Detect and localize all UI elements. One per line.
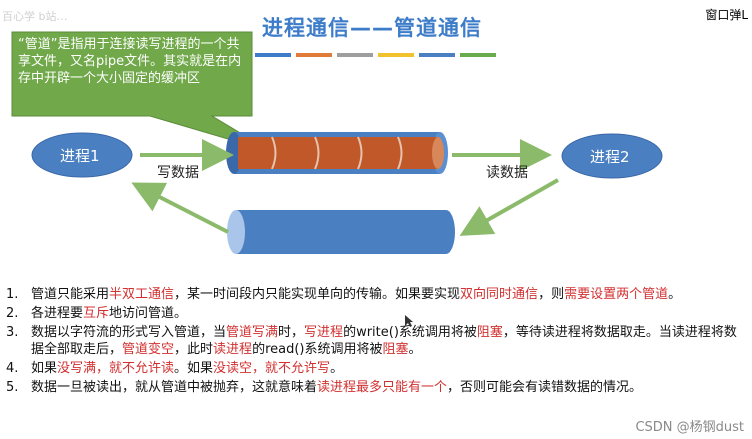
color-bar-1 xyxy=(255,53,291,57)
list-number: 3. xyxy=(6,325,19,340)
text-segment: 时， xyxy=(278,325,305,340)
color-bar-3 xyxy=(337,53,373,57)
text-segment: 管道只能采用 xyxy=(31,287,110,302)
text-segment: ，某一时间段内只能实现单向的传输。如果要实现 xyxy=(174,287,461,302)
text-segment: 。如果 xyxy=(174,361,214,376)
text-segment: 。 xyxy=(408,342,422,357)
window-popup-label[interactable]: 窗口弹L xyxy=(705,8,748,22)
highlight-text: 写进程 xyxy=(304,325,344,340)
empty-pipe-body xyxy=(236,210,446,254)
highlight-text: 半双工通信 xyxy=(109,287,175,302)
highlight-text: 管道变空 xyxy=(122,342,175,357)
empty-pipe-right-end xyxy=(437,210,455,254)
list-number: 4. xyxy=(6,361,19,376)
return-arrow-left xyxy=(131,182,229,234)
highlight-text: 互斥 xyxy=(83,306,110,321)
process1-ellipse xyxy=(31,132,133,178)
highlight-text: 读进程 xyxy=(213,342,253,357)
list-item-text: 数据以字符流的形式写入管道，当管道写满时，写进程的write()系统调用将被阻塞… xyxy=(31,325,737,357)
highlight-text: 需要设置两个管道 xyxy=(564,287,669,302)
highlight-text: 没读空，就不允许写 xyxy=(213,361,331,376)
pipe-data-segment-line xyxy=(271,136,277,170)
highlight-text: 没写满，就不允许读 xyxy=(57,361,175,376)
highlight-text: 读进程最多只能有一个 xyxy=(317,380,448,395)
text-segment: 。 xyxy=(668,287,682,302)
text-segment: ，等待读进程将数据取走。当读进程将数据全部取走后， xyxy=(31,325,737,357)
text-segment: 。 xyxy=(330,361,344,376)
color-bar-2 xyxy=(296,53,332,57)
text-segment: 的write()系统调用将被 xyxy=(343,325,477,340)
csdn-watermark: CSDN @杨钢dust xyxy=(635,420,744,435)
text-segment: 如果 xyxy=(31,361,58,376)
title-color-bars xyxy=(255,53,496,57)
list-item-text: 如果没写满，就不允许读。如果没读空，就不允许写。 xyxy=(31,361,343,376)
process1-label: 进程1 xyxy=(60,147,100,165)
list-item: 3. 数据以字符流的形式写入管道，当管道写满时，写进程的write()系统调用将… xyxy=(6,324,748,358)
pipe-data-segment-line xyxy=(397,136,403,170)
callout-text: “管道”是指用于连接读写进程的一个共享文件，又名pipe文件。其实就是在内存中开… xyxy=(18,37,242,86)
mouse-cursor-icon xyxy=(405,315,413,327)
text-segment: 数据一旦被读出，就从管道中被抛弃，这就意味着 xyxy=(31,380,318,395)
list-item-text: 管道只能采用半双工通信，某一时间段内只能实现单向的传输。如果要实现双向同时通信，… xyxy=(31,287,681,302)
color-bar-5 xyxy=(419,53,455,57)
list-number: 2. xyxy=(6,306,19,321)
list-item: 2. 各进程要互斥地访问管道。 xyxy=(6,305,748,322)
pipe-diagram xyxy=(11,31,663,254)
pipe-data-end xyxy=(432,137,444,169)
slide-title: 进程通信——管道通信 xyxy=(262,16,482,40)
list-item: 4. 如果没写满，就不允许读。如果没读空，就不允许写。 xyxy=(6,360,748,377)
pipe-rules-list: 1. 管道只能采用半双工通信，某一时间段内只能实现单向的传输。如果要实现双向同时… xyxy=(6,286,748,398)
list-number: 5. xyxy=(6,380,19,395)
highlight-text: 管道写满 xyxy=(226,325,279,340)
text-segment: ，否则可能会有读错数据的情况。 xyxy=(447,380,643,395)
highlight-text: 阻塞 xyxy=(382,342,409,357)
read-data-label: 读数据 xyxy=(486,165,528,181)
color-bar-6 xyxy=(460,53,496,57)
return-arrow-right xyxy=(459,178,559,236)
highlight-text: 阻塞 xyxy=(476,325,503,340)
text-segment: ，则 xyxy=(538,287,565,302)
list-item: 1. 管道只能采用半双工通信，某一时间段内只能实现单向的传输。如果要实现双向同时… xyxy=(6,286,748,303)
text-segment: 地访问管道。 xyxy=(109,306,188,321)
empty-pipe-left-end xyxy=(227,210,245,254)
text-segment: 的read()系统调用将被 xyxy=(252,342,383,357)
text-segment: ，此时 xyxy=(174,342,214,357)
process2-ellipse xyxy=(561,133,663,179)
text-segment: 数据以字符流的形式写入管道，当 xyxy=(31,325,227,340)
video-watermark: 百心学 b站… xyxy=(2,10,68,23)
pipe-data-segment-line xyxy=(314,136,320,170)
pipe-data-segment-line xyxy=(357,136,363,170)
text-segment: 各进程要 xyxy=(31,306,84,321)
list-item-text: 数据一旦被读出，就从管道中被抛弃，这就意味着读进程最多只能有一个，否则可能会有读… xyxy=(31,380,642,395)
color-bar-4 xyxy=(378,53,414,57)
pipe-data-fill xyxy=(238,137,438,169)
write-data-label: 写数据 xyxy=(157,165,199,181)
list-item: 5. 数据一旦被读出，就从管道中被抛弃，这就意味着读进程最多只能有一个，否则可能… xyxy=(6,379,748,396)
highlight-text: 双向同时通信 xyxy=(460,287,539,302)
process2-label: 进程2 xyxy=(590,148,630,166)
list-item-text: 各进程要互斥地访问管道。 xyxy=(31,306,187,321)
list-number: 1. xyxy=(6,287,19,302)
